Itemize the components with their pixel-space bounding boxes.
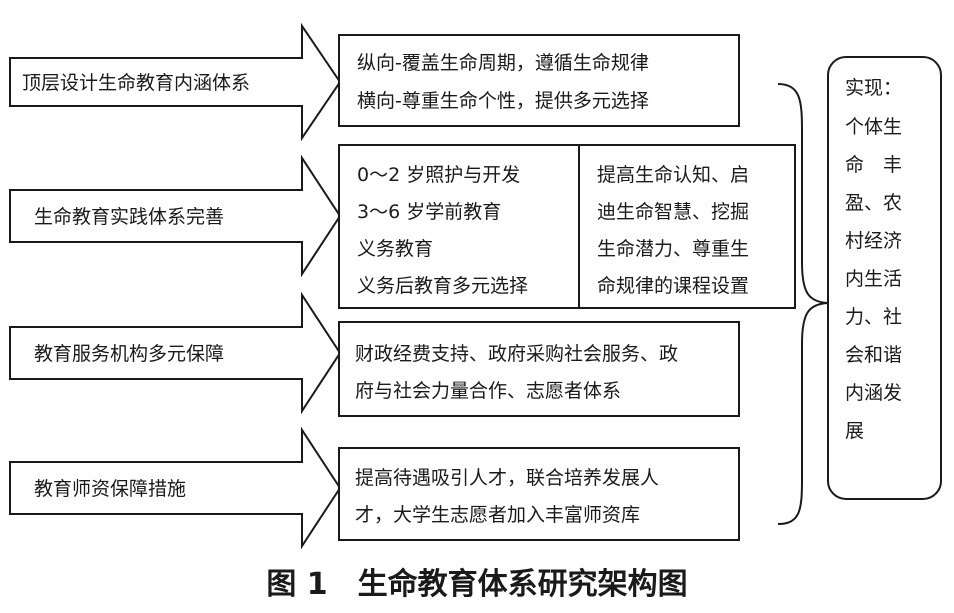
outcome-line-6: 内生活: [845, 268, 902, 290]
row-3-label: 教育服务机构多元保障: [34, 343, 224, 365]
row-1-arrow: [9, 22, 342, 142]
row-3-service-institutions: 教育服务机构多元保障 财政经费支持、政府采购社会服务、政 府与社会力量合作、志愿…: [9, 291, 740, 417]
row-4-teacher-support: 教育师资保障措施 提高待遇吸引人才，联合培养发展人 才，大学生志愿者加入丰富师资…: [9, 426, 740, 550]
outcome-line-5: 村经济: [845, 230, 902, 252]
outcome-line-4: 盈、农: [845, 192, 902, 214]
row-1-content-line-1: 纵向-覆盖生命周期，遵循生命规律: [357, 52, 649, 74]
row-4-content-box: [338, 447, 740, 541]
figure-caption: 图 1 生命教育体系研究架构图: [266, 567, 687, 602]
row-2-arrow: [9, 154, 342, 278]
row-3-content-line-2: 府与社会力量合作、志愿者体系: [355, 380, 621, 402]
row-4-content-line-1: 提高待遇吸引人才，联合培养发展人: [355, 467, 659, 489]
row-4-content-line-2: 才，大学生志愿者加入丰富师资库: [355, 504, 640, 526]
row-2-stage-2: 3～6 岁学前教育: [357, 201, 501, 223]
row-2-curriculum-line-1: 提高生命认知、启: [597, 164, 749, 186]
outcome-line-9: 内涵发: [845, 382, 902, 404]
outcome-panel: 实现： 个体生 命 丰 盈、农 村经济 内生活 力、社 会和谐 内涵发 展: [827, 56, 942, 500]
row-2-curriculum-line-4: 命规律的课程设置: [597, 275, 749, 297]
row-1-top-level-design: 顶层设计生命教育内涵体系 纵向-覆盖生命周期，遵循生命规律 横向-尊重生命个性，…: [9, 22, 740, 142]
row-2-label: 生命教育实践体系完善: [34, 206, 224, 228]
outcome-line-8: 会和谐: [845, 344, 902, 366]
row-2-stage-1: 0～2 岁照护与开发: [357, 164, 520, 186]
row-1-content-box: [338, 34, 740, 127]
row-1-content-line-2: 横向-尊重生命个性，提供多元选择: [357, 90, 649, 112]
row-2-content-box: [338, 144, 796, 309]
outcome-line-3: 命 丰: [845, 154, 902, 176]
outcome-line-1: 实现：: [845, 77, 902, 99]
outcome-box: [827, 56, 942, 500]
row-4-arrow: [9, 426, 342, 550]
outcome-line-2: 个体生: [845, 116, 902, 138]
row-2-curriculum-line-2: 迪生命智慧、挖掘: [597, 201, 749, 223]
row-4-label: 教育师资保障措施: [34, 478, 186, 500]
outcome-line-7: 力、社: [845, 306, 902, 328]
row-1-label: 顶层设计生命教育内涵体系: [22, 72, 250, 94]
row-2-stage-4: 义务后教育多元选择: [357, 275, 528, 297]
row-2-stage-3: 义务教育: [357, 238, 433, 260]
row-2-practice-system: 生命教育实践体系完善 0～2 岁照护与开发 3～6 岁学前教育 义务教育 义务后…: [9, 144, 796, 309]
outcome-line-10: 展: [845, 420, 864, 442]
row-3-content-box: [338, 321, 740, 417]
row-2-curriculum-line-3: 生命潜力、尊重生: [597, 238, 749, 260]
row-3-content-line-1: 财政经费支持、政府采购社会服务、政: [355, 343, 678, 365]
row-3-arrow: [9, 291, 342, 415]
